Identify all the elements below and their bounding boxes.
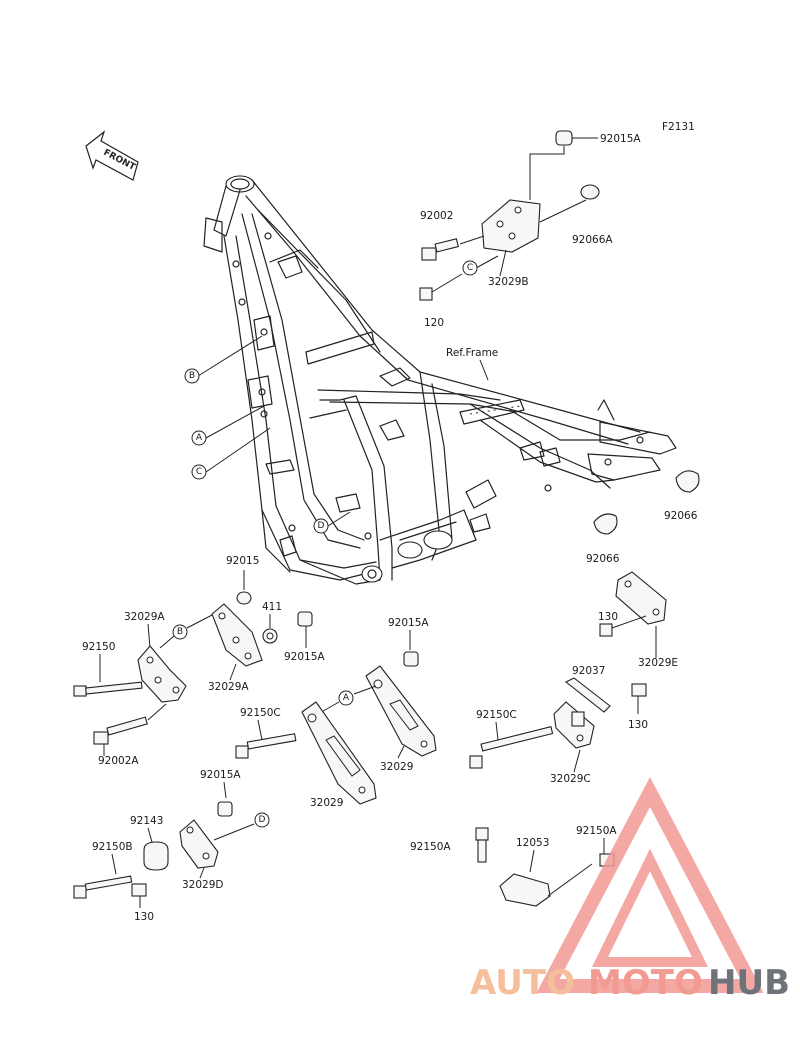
svg-text:C: C [196,467,202,477]
bracket-32029d-group: 92143 92150B 130 D 32029D [73,812,270,923]
svg-text:92150A: 92150A [410,841,451,853]
callout-d-frame: D [313,511,351,534]
part-12053-group: 92150A 12053 92150A [410,825,617,907]
svg-text:32029E: 32029E [638,657,678,669]
motorcycle-frame [203,175,677,585]
svg-text:12053: 12053 [516,837,549,849]
svg-text:C: C [467,263,473,273]
svg-text:92066: 92066 [664,510,698,522]
svg-text:92066A: 92066A [572,234,613,246]
svg-text:D: D [259,815,266,825]
bracket-32029a-group: 92015 411 92015A 32029A B 32029A 92150 [73,555,325,767]
svg-text:92150A: 92150A [576,825,617,837]
svg-text:A: A [196,433,203,443]
svg-text:92150C: 92150C [476,709,517,721]
svg-text:92015A: 92015A [284,651,325,663]
svg-text:32029A: 32029A [208,681,249,693]
watermark-auto: AUTO [470,963,575,1003]
bracket-32029b-group: 92015A 92066A 92002 32029B C 120 [419,130,641,329]
svg-text:92015: 92015 [226,555,259,567]
svg-text:32029B: 32029B [488,276,529,288]
callout-a-frame: A [191,405,265,446]
svg-text:411: 411 [262,601,282,613]
svg-text:92037: 92037 [572,665,605,677]
svg-text:B: B [177,627,183,637]
diagram-code: F2131 [662,121,695,133]
svg-text:92150C: 92150C [240,707,281,719]
bracket-32029e-group: 130 32029E 92037 130 92150C 32029C [469,571,678,785]
svg-text:130: 130 [628,719,648,731]
svg-text:92015A: 92015A [200,769,241,781]
bracket-32029-center-group: 92015A 32029 A 32029 92150C 92015A [200,617,437,817]
cap-92066-right: 92066 [664,470,700,522]
svg-text:92015A: 92015A [388,617,429,629]
svg-text:92066: 92066 [586,553,620,565]
svg-text:92143: 92143 [130,815,163,827]
automotohub-watermark: AUTO MOTO HUB [470,776,790,1003]
cap-92066-mid: 92066 [586,513,620,565]
svg-text:A: A [343,693,350,703]
svg-text:130: 130 [598,611,618,623]
watermark-triangle-icon [536,776,764,993]
watermark-moto: MOTO [588,963,703,1003]
watermark-hub: HUB [708,963,790,1003]
svg-text:32029: 32029 [380,761,413,773]
ref-frame-label: Ref.Frame [446,347,498,359]
svg-text:92002A: 92002A [98,755,139,767]
svg-text:D: D [318,521,325,531]
svg-text:120: 120 [424,317,444,329]
callout-b-frame: B [184,335,263,384]
svg-text:92002: 92002 [420,210,453,222]
svg-text:32029D: 32029D [182,879,224,891]
svg-text:130: 130 [134,911,154,923]
front-arrow-icon: FRONT [85,130,139,181]
callout-c-frame: C [191,427,271,480]
svg-text:92015A: 92015A [600,133,641,145]
svg-text:32029C: 32029C [550,773,591,785]
svg-text:32029A: 32029A [124,611,165,623]
svg-text:92150: 92150 [82,641,115,653]
svg-text:32029: 32029 [310,797,343,809]
svg-text:B: B [189,371,195,381]
svg-text:92150B: 92150B [92,841,133,853]
